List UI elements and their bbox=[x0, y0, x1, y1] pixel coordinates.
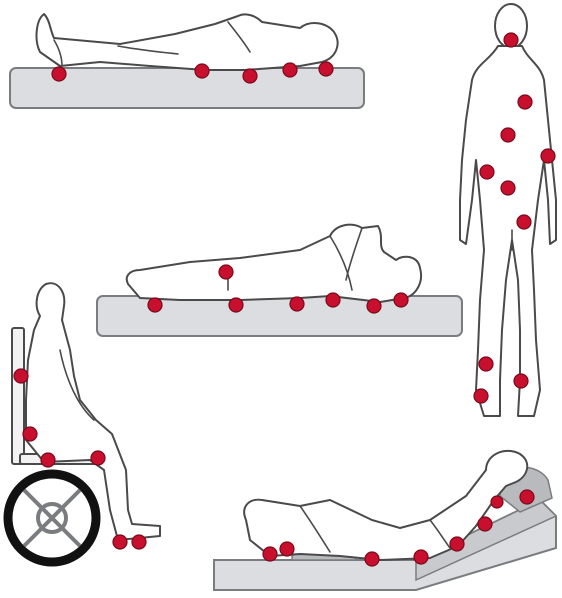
figure-side-lying bbox=[97, 225, 462, 336]
pressure-point-ischium bbox=[517, 215, 531, 229]
pressure-point-heel bbox=[113, 535, 127, 549]
wheelchair-backrest bbox=[12, 328, 24, 464]
pressure-point-heel bbox=[514, 374, 528, 388]
pressure-point-sacrum bbox=[365, 552, 379, 566]
pressure-point-ischium bbox=[41, 453, 55, 467]
pressure-point-heel bbox=[263, 547, 277, 561]
pressure-point-occiput bbox=[504, 33, 518, 47]
pressure-point-elbow bbox=[450, 537, 464, 551]
pressure-point-knee bbox=[219, 265, 233, 279]
pressure-point-scapula bbox=[283, 63, 297, 77]
pressure-point-elbow bbox=[541, 149, 555, 163]
pressure-point-occiput bbox=[520, 490, 534, 504]
pressure-point-scapula bbox=[14, 369, 28, 383]
pressure-point-thigh bbox=[91, 451, 105, 465]
pressure-point-spine bbox=[501, 128, 515, 142]
pressure-point-scapula bbox=[518, 95, 532, 109]
pressure-point-shoulder bbox=[367, 299, 381, 313]
pressure-point-sacrum bbox=[195, 64, 209, 78]
pressure-point-shoulder bbox=[326, 293, 340, 307]
figure-supine bbox=[10, 14, 364, 108]
pressure-point-ear bbox=[394, 293, 408, 307]
pressure-point-ischium bbox=[414, 550, 428, 564]
pressure-point-heel bbox=[474, 389, 488, 403]
pressure-point-knee bbox=[229, 298, 243, 312]
pressure-point-heel bbox=[52, 67, 66, 81]
pressure-point-elbow bbox=[480, 165, 494, 179]
pressure-point-ankle bbox=[148, 298, 162, 312]
figure-standing-back bbox=[460, 4, 556, 416]
pressure-point-heel bbox=[479, 357, 493, 371]
pressure-point-heel bbox=[132, 535, 146, 549]
pressure-point-hip bbox=[290, 297, 304, 311]
supine-body bbox=[37, 14, 338, 70]
pressure-point-scapula bbox=[478, 517, 492, 531]
pressure-point-shoulder bbox=[491, 496, 503, 508]
side-lying-body bbox=[127, 225, 421, 302]
pressure-point-heel bbox=[280, 542, 294, 556]
pressure-point-elbow bbox=[243, 69, 257, 83]
pressure-point-sacrum bbox=[23, 427, 37, 441]
pressure-point-sacrum bbox=[501, 181, 515, 195]
figure-reclined bbox=[214, 451, 556, 590]
pressure-point-occiput bbox=[319, 62, 333, 76]
standing-body bbox=[460, 46, 556, 416]
